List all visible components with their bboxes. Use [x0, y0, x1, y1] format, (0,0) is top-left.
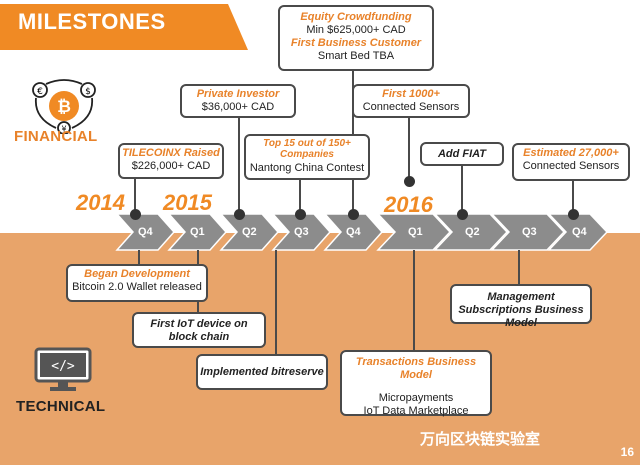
svg-text:€: €: [37, 87, 43, 97]
milestone-transactions: Transactions Business Model Micropayment…: [340, 350, 492, 417]
milestone-title: Private Investor: [196, 88, 280, 100]
milestone-equity: Equity Crowdfunding Min $625,000+ CAD Fi…: [278, 5, 434, 71]
milestone-title: Implemented bitreserve: [200, 366, 324, 378]
milestone-first1000: First 1000+ Connected Sensors: [352, 84, 470, 118]
svg-text:</>: </>: [51, 359, 75, 374]
chevron-2016-q3: [490, 213, 566, 251]
connector-line: [413, 250, 415, 350]
year-2016: 2016: [384, 192, 433, 217]
wechat-watermark: 万向区块链实验室: [420, 431, 541, 448]
milestone-title: Add FIAT: [437, 148, 487, 160]
title-banner-shape: [0, 4, 248, 50]
connector-line: [275, 250, 277, 354]
milestone-title: Began Development: [84, 268, 190, 280]
milestone-title: Equity Crowdfunding: [300, 11, 412, 23]
connector-line: [299, 178, 301, 214]
connector-line: [134, 178, 136, 214]
milestone-title: Management Subscriptions Business Model: [458, 291, 584, 329]
svg-text:¥: ¥: [61, 125, 66, 134]
quarter-label: Q4: [572, 226, 587, 238]
chevron-2015-q3: [271, 213, 332, 251]
quarter-label: Q4: [346, 226, 361, 238]
milestone-body: Nantong China Contest: [249, 162, 365, 174]
milestone-dot: [568, 209, 579, 220]
milestone-dot: [404, 176, 415, 187]
bitcoin-cycle-icon: ₿ € $ ¥: [32, 79, 96, 134]
chevron-2014-q4: [115, 213, 176, 251]
milestone-title: Top 15 out of 150+ Companies: [263, 138, 351, 160]
milestone-body: $226,000+ CAD: [131, 160, 211, 172]
svg-text:₿: ₿: [57, 97, 71, 117]
connector-line: [408, 118, 410, 180]
connector-line: [238, 118, 240, 214]
quarter-label: Q4: [138, 226, 153, 238]
milestone-body-2: IoT Data Marketplace: [363, 405, 469, 417]
milestone-title: Transactions Business Model: [355, 356, 477, 381]
chevron-2015-q1: [167, 213, 228, 251]
milestone-mgmt-subs: Management Subscriptions Business Model: [450, 284, 592, 329]
chevron-2015-q4: [323, 213, 384, 251]
milestone-tilecoinx: TILECOINX Raised $226,000+ CAD: [118, 143, 224, 179]
title-banner: MILESTONES: [0, 0, 250, 50]
milestone-body: Connected Sensors: [522, 160, 620, 172]
quarter-label: Q1: [408, 226, 423, 238]
connector-line: [197, 250, 199, 264]
milestone-private-investor: Private Investor $36,000+ CAD: [180, 84, 296, 118]
page-title: MILESTONES: [18, 9, 166, 34]
connector-line: [197, 302, 199, 314]
milestone-title: Estimated 27,000+: [523, 147, 619, 159]
chevron-2016-q2: [433, 213, 509, 251]
milestone-body: $36,000+ CAD: [201, 101, 275, 113]
milestone-body: Micropayments: [378, 392, 454, 404]
quarter-label: Q3: [294, 226, 309, 238]
code-monitor-icon: </>: [34, 347, 92, 391]
chevron-2015-q2: [219, 213, 280, 251]
quarter-label: Q2: [465, 226, 480, 238]
year-2015: 2015: [163, 190, 212, 215]
milestone-title: First IoT device on block chain: [150, 318, 248, 343]
milestone-dot: [234, 209, 245, 220]
milestone-dot: [295, 209, 306, 220]
milestone-dot: [348, 209, 359, 220]
milestone-title-2: First Business Customer: [290, 37, 422, 49]
milestone-dot: [457, 209, 468, 220]
milestone-add-fiat: Add FIAT: [420, 142, 504, 166]
milestone-top15: Top 15 out of 150+ Companies Nantong Chi…: [244, 134, 370, 180]
page-number: 16: [620, 445, 634, 459]
milestone-estimated: Estimated 27,000+ Connected Sensors: [512, 143, 630, 181]
financial-label: FINANCIAL: [14, 128, 98, 145]
chevron-2016-q4: [547, 213, 609, 251]
footer-bar: [0, 445, 640, 465]
connector-line: [461, 165, 463, 214]
milestone-body: Connected Sensors: [362, 101, 460, 113]
quarter-label: Q3: [522, 226, 537, 238]
milestone-first-iot: First IoT device on block chain: [132, 312, 266, 348]
technical-label: TECHNICAL: [16, 398, 106, 415]
svg-text:$: $: [85, 87, 91, 97]
chevron-2016-q1: [376, 213, 452, 251]
year-2014: 2014: [76, 190, 125, 215]
connector-line: [138, 250, 140, 264]
milestone-body-2: Smart Bed TBA: [317, 50, 395, 62]
connector-line: [518, 250, 520, 284]
quarter-label: Q1: [190, 226, 205, 238]
milestone-dot: [130, 209, 141, 220]
milestone-title: First 1000+: [382, 88, 440, 100]
milestone-title: TILECOINX Raised: [122, 147, 220, 159]
milestone-body: Min $625,000+ CAD: [306, 24, 406, 36]
milestone-body: Bitcoin 2.0 Wallet released: [72, 281, 202, 293]
quarter-label: Q2: [242, 226, 257, 238]
milestone-bitreserve: Implemented bitreserve: [196, 354, 328, 390]
milestone-began-dev: Began Development Bitcoin 2.0 Wallet rel…: [66, 264, 208, 302]
connector-line: [572, 180, 574, 214]
